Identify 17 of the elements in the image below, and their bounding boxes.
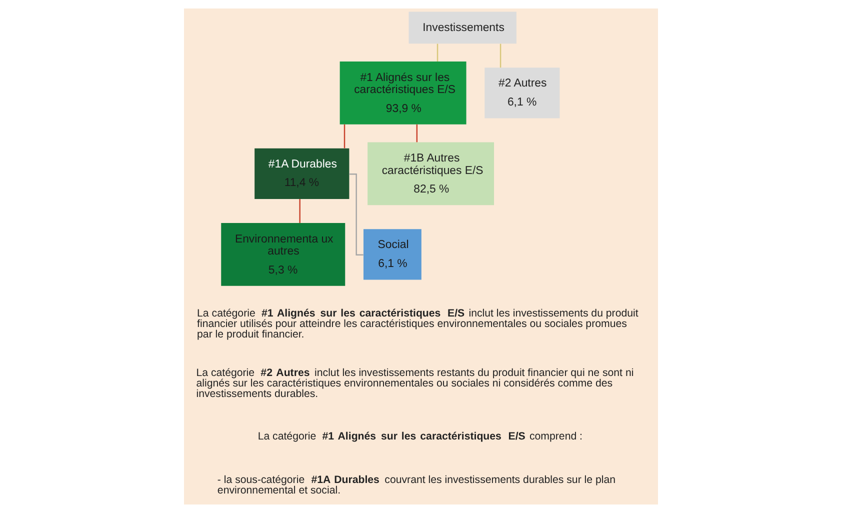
connector: [436, 44, 438, 62]
node-box: #1 Alignés sur les caractéristiques E/S 93,9 %: [340, 62, 466, 124]
connector: [344, 124, 346, 148]
connector: [299, 199, 300, 223]
connector: [349, 173, 364, 256]
label: La catégorie #1 Alignés sur les caractéristiques E/S comprend :: [258, 430, 583, 443]
label: La catégorie #1 Alignés sur les caractéristiques E/S inclut les investissements du produit financier utilisés pour atteindre les caractéristiques environnementales ou sociales promues par le produit financier.: [197, 307, 638, 341]
node-box: #1A Durables 11,4 %: [254, 148, 350, 199]
label: La catégorie #2 Autres inclut les investissements restants du produit financier qui ne sont ni alignés sur les caractéristiques environnementales ou sociales ni considérés comme des investissements durables.: [196, 366, 634, 400]
node-box: Investissements: [408, 12, 516, 44]
label: - la sous-catégorie #1A Durables couvrant les investissements durables sur le plan environnemental et social.: [217, 474, 616, 496]
connector: [416, 124, 418, 142]
node-box: Social 6,1 %: [363, 229, 422, 280]
node-box: Environnementa ux autres 5,3 %: [221, 223, 346, 286]
connector: [500, 44, 502, 68]
node-box: #1B Autres caractéristiques E/S 82,5 %: [368, 142, 494, 206]
node-box: #2 Autres 6,1 %: [484, 68, 560, 118]
